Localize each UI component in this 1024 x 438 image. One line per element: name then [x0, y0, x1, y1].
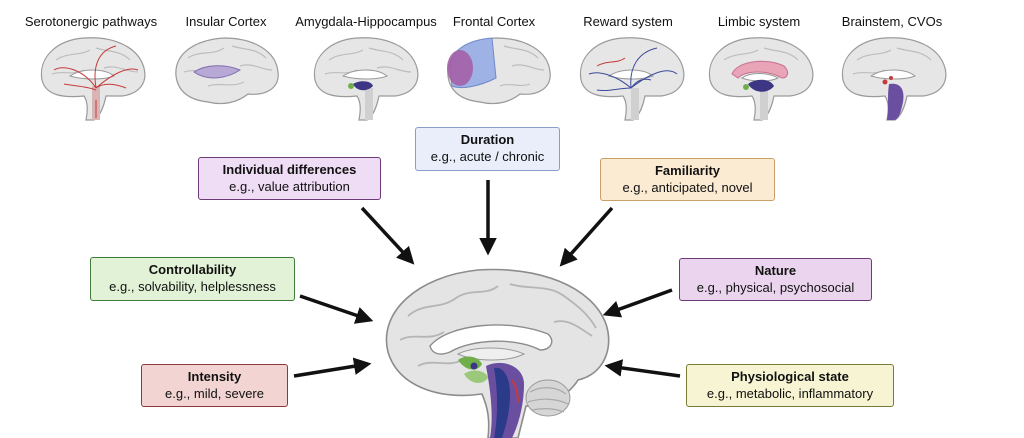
- factor-example-duration: e.g., acute / chronic: [430, 149, 545, 164]
- factor-example-intensity: e.g., mild, severe: [165, 386, 264, 401]
- factor-box-duration: Duration e.g., acute / chronic: [415, 127, 560, 171]
- arrow-intensity: [293, 357, 372, 378]
- amygdala-hippocampus-brain-illustration: [313, 37, 419, 121]
- brain-region-labels: Serotonergic pathways Insular Cortex Amy…: [0, 0, 1024, 30]
- factor-example-physiological-state: e.g., metabolic, inflammatory: [706, 386, 874, 401]
- label-serotonergic: Serotonergic pathways: [24, 14, 158, 29]
- factor-title-familiarity: Familiarity: [654, 163, 721, 178]
- label-limbic: Limbic system: [717, 14, 801, 29]
- arrow-individual: [360, 206, 415, 265]
- arrow-controllability: [299, 294, 374, 324]
- factor-box-individual-differences: Individual differences e.g., value attri…: [198, 157, 381, 200]
- factor-example-controllability: e.g., solvability, helplessness: [109, 279, 276, 294]
- factor-box-nature: Nature e.g., physical, psychosocial: [679, 258, 872, 301]
- serotonergic-brain-illustration: [40, 37, 146, 121]
- central-brain-illustration: [385, 268, 610, 438]
- factor-title-duration: Duration: [460, 132, 515, 147]
- frontal-cortex-brain-illustration: [447, 37, 551, 105]
- label-insular: Insular Cortex: [185, 14, 267, 29]
- limbic-system-brain-illustration: [708, 37, 814, 121]
- factor-box-familiarity: Familiarity e.g., anticipated, novel: [600, 158, 775, 201]
- label-reward: Reward system: [583, 14, 673, 29]
- factor-title-intensity: Intensity: [187, 369, 242, 384]
- factor-example-familiarity: e.g., anticipated, novel: [622, 180, 753, 195]
- insular-cortex-brain-illustration: [175, 37, 279, 105]
- factor-title-individual-differences: Individual differences: [222, 162, 357, 177]
- factor-box-controllability: Controllability e.g., solvability, helpl…: [90, 257, 295, 301]
- factor-title-controllability: Controllability: [148, 262, 237, 277]
- label-amygdala: Amygdala-Hippocampus: [295, 14, 437, 29]
- label-frontal: Frontal Cortex: [452, 14, 536, 29]
- factor-box-intensity: Intensity e.g., mild, severe: [141, 364, 288, 407]
- factor-box-physiological-state: Physiological state e.g., metabolic, inf…: [686, 364, 894, 407]
- arrow-physiological: [604, 359, 681, 378]
- factor-title-physiological-state: Physiological state: [731, 369, 849, 384]
- factor-example-individual-differences: e.g., value attribution: [229, 179, 350, 194]
- arrow-nature: [602, 288, 673, 318]
- factor-title-nature: Nature: [754, 263, 797, 278]
- brainstem-brain-illustration: [841, 37, 947, 121]
- arrow-familiarity: [559, 206, 614, 267]
- factor-example-nature: e.g., physical, psychosocial: [696, 280, 855, 295]
- reward-system-brain-illustration: [579, 37, 685, 121]
- label-brainstem: Brainstem, CVOs: [841, 14, 943, 29]
